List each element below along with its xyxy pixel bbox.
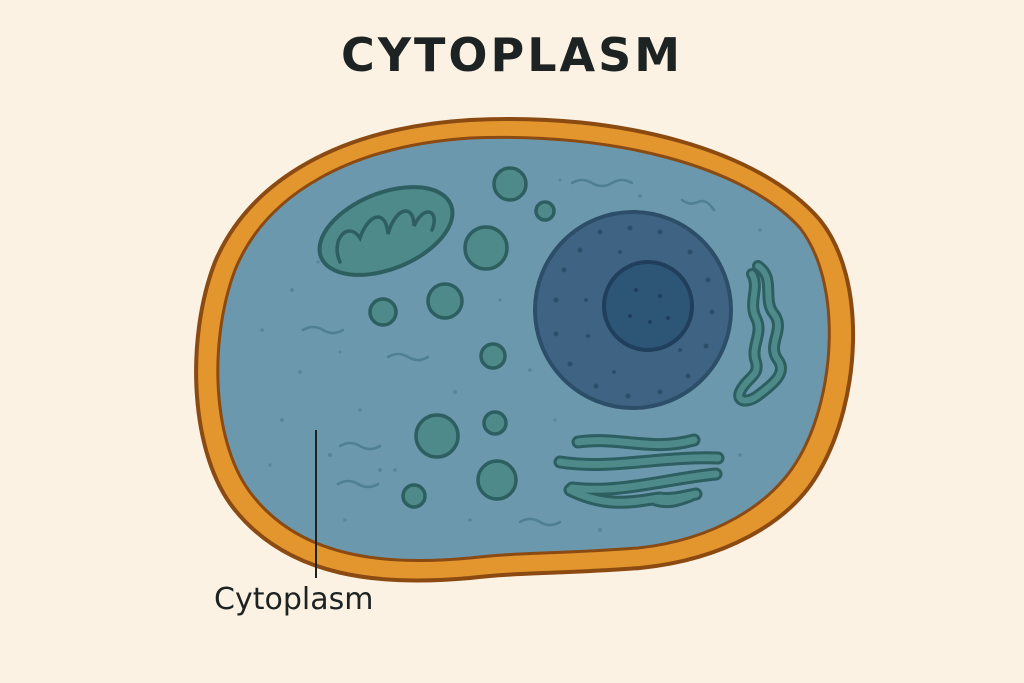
cytoplasm-squiggles bbox=[301, 178, 716, 527]
golgi-apparatus bbox=[553, 433, 725, 509]
cytoplasm-label: Cytoplasm bbox=[214, 582, 374, 617]
endoplasmic-reticulum bbox=[733, 260, 787, 407]
mitochondrion bbox=[317, 185, 455, 277]
cytoplasm-region bbox=[216, 135, 831, 563]
vesicles bbox=[368, 166, 556, 509]
nucleolus bbox=[602, 260, 694, 352]
nucleus bbox=[533, 210, 733, 410]
diagram-title: CYTOPLASM bbox=[340, 28, 684, 82]
